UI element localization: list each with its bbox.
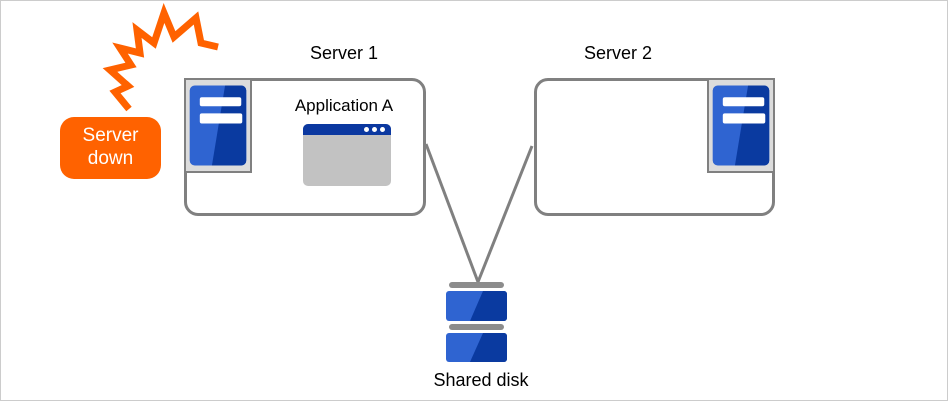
window-dot <box>364 127 369 132</box>
disk-top-bar <box>449 282 504 288</box>
server1-tower-server-icon <box>184 78 252 173</box>
connector-server1-disk <box>424 143 480 283</box>
server2-title: Server 2 <box>583 43 653 63</box>
server2-tower-server-icon <box>707 78 775 173</box>
server-down-badge: Server down <box>60 117 161 179</box>
lightning-crack-icon <box>102 3 219 112</box>
window-dot <box>380 127 385 132</box>
shared-disk-label: Shared disk <box>433 370 529 390</box>
application-a-label: Application A <box>294 96 394 115</box>
connector-server2-disk <box>476 145 534 283</box>
disk-mid-bar <box>449 324 504 330</box>
window-titlebar <box>303 124 391 135</box>
application-window-icon <box>303 124 391 186</box>
shared-disk-icon <box>446 282 507 362</box>
window-dot <box>372 127 377 132</box>
server1-title: Server 1 <box>309 43 379 63</box>
